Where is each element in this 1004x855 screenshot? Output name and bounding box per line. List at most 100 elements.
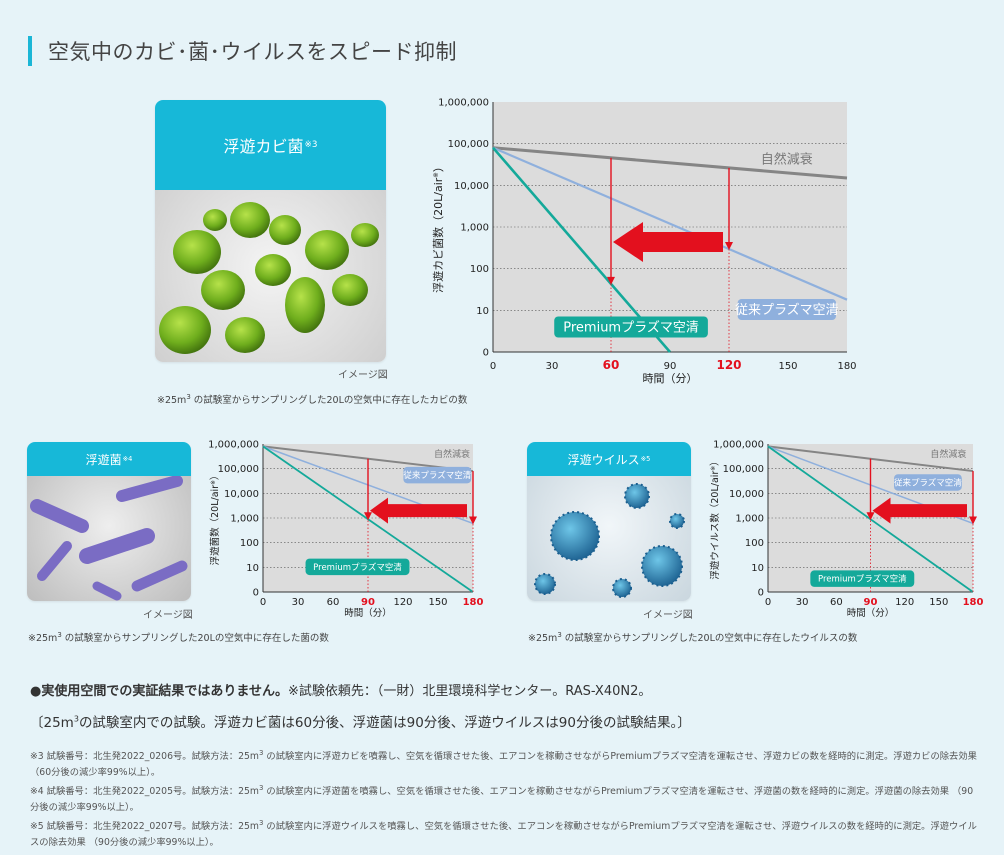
- mold-y-axis-label-close: ）: [432, 161, 445, 172]
- disclaimer-rest: ※試験依頼先：（一財）北里環境科学センター。RAS-X40N2。: [287, 684, 652, 699]
- virus-image: [527, 476, 691, 601]
- mold-series-line-nat: [492, 146, 848, 180]
- fn3-sup: 3: [258, 749, 264, 757]
- mold-reduction-arrowhead: [725, 242, 733, 251]
- mold-y-tick-label: 10: [476, 306, 489, 317]
- virus-y-axis-label: 浮遊ウイルス数（20L/air※）: [709, 456, 721, 579]
- virus-x-axis-label: 時間（分）: [847, 607, 895, 619]
- mold-label-conv-box: [737, 299, 837, 320]
- bacteria-x-axis-label: 時間（分）: [344, 607, 392, 619]
- virus-label-conv-box: [894, 474, 962, 491]
- bacteria-reduction-arrowhead: [469, 516, 477, 525]
- virus-y-tick-label: 100,000: [723, 464, 764, 475]
- bacteria-x-tick-label: 90: [361, 597, 375, 608]
- fn4-pre: ※4 試験番号：北生発2022_0205号。試験方法：25m: [30, 786, 259, 798]
- bacteria-x-tick-label: 150: [428, 597, 447, 608]
- mold-x-tick-label: 150: [778, 361, 797, 372]
- virus-caption-pre: ※25m: [528, 633, 558, 644]
- mold-y-tick-label: 100: [470, 264, 489, 275]
- virus-title-sup: ※5: [640, 455, 651, 463]
- mold-image-label: イメージ図: [338, 370, 388, 381]
- bacteria-image-label: イメージ図: [143, 610, 193, 621]
- bacteria-x-tick-label: 120: [393, 597, 412, 608]
- bacteria-y-axis-label: 浮遊菌数（20L/air※）: [209, 471, 221, 566]
- virus-card: 浮遊ウイルス※5: [527, 442, 691, 601]
- virus-reduction-arrow: [872, 497, 967, 524]
- disclaimer-bold: 実使用空間での実証結果ではありません。: [41, 684, 288, 699]
- mold-card-title: 浮遊カビ菌※3: [155, 100, 386, 190]
- mold-caption: ※25m3 の試験室からサンプリングした20Lの空気中に存在したカビの数: [157, 392, 467, 406]
- bacteria-title-text: 浮遊菌: [85, 452, 122, 467]
- virus-reduction-arrowhead: [866, 512, 875, 521]
- bacteria-caption: ※25m3 の試験室からサンプリングした20Lの空気中に存在した菌の数: [28, 630, 329, 644]
- mold-title-sup: ※3: [304, 140, 318, 150]
- bacteria-label-prem-box: [305, 558, 410, 576]
- mold-y-tick-label: 10,000: [454, 181, 489, 192]
- bacteria-x-tick-label: 60: [327, 597, 340, 608]
- mold-image: [155, 190, 386, 362]
- disclaimer-line: ●実使用空間での実証結果ではありません。※試験依頼先：（一財）北里環境科学センタ…: [30, 680, 651, 699]
- mold-y-axis-label-sup: ※: [432, 172, 440, 178]
- mold-y-tick-label: 100,000: [448, 139, 489, 150]
- bacteria-y-tick-label: 0: [253, 588, 259, 599]
- mold-x-axis-label: 時間（分）: [643, 372, 698, 385]
- virus-x-tick-label: 60: [830, 597, 843, 608]
- bacteria-label-conv: 従来プラズマ空清: [403, 470, 471, 481]
- bacteria-y-tick-label: 100,000: [218, 464, 259, 475]
- mold-x-tick-label: 180: [837, 361, 856, 372]
- virus-caption: ※25m3 の試験室からサンプリングした20Lの空気中に存在したウイルスの数: [528, 630, 857, 644]
- virus-y-axis-label-sup: ※: [711, 466, 717, 471]
- fn4-sup: 3: [258, 784, 264, 792]
- mold-y-tick-label: 1,000,000: [438, 98, 489, 109]
- mold-x-tick-label: 30: [546, 361, 559, 372]
- virus-label-prem: Premiumプラズマ空清: [818, 574, 907, 585]
- virus-y-tick-label: 1,000: [735, 514, 764, 525]
- mold-x-tick-label: 90: [664, 361, 677, 372]
- mold-reduction-arrowhead: [607, 276, 615, 285]
- virus-x-tick-label: 120: [895, 597, 914, 608]
- mold-y-tick-label: 0: [483, 348, 489, 359]
- mold-card: 浮遊カビ菌※3: [155, 100, 386, 362]
- bacteria-card: 浮遊菌※4: [27, 442, 191, 601]
- heading-accent-bar: [28, 36, 32, 66]
- bacteria-y-axis-label-close: ）: [209, 471, 221, 481]
- mold-caption-post: の試験室からサンプリングした20Lの空気中に存在したカビの数: [190, 395, 468, 406]
- fn5-post: の試験室内に浮遊ウイルスを噴霧し、空気を循環させた後、エアコンを稼動させながらP…: [30, 821, 977, 849]
- mold-label-natural: 自然減衰: [761, 152, 813, 168]
- bacteria-caption-post: の試験室からサンプリングした20Lの空気中に存在した菌の数: [61, 633, 329, 644]
- bacteria-y-tick-label: 1,000,000: [208, 440, 259, 451]
- virus-y-axis-label-close: ）: [709, 456, 721, 466]
- bacteria-reduction-arrow: [370, 497, 467, 524]
- bacteria-label-prem: Premiumプラズマ空清: [313, 562, 402, 573]
- virus-reduction-arrowhead: [969, 516, 977, 525]
- virus-y-tick-label: 10: [751, 563, 764, 574]
- bacteria-y-tick-label: 1,000: [230, 514, 259, 525]
- mold-y-tick-label: 1,000: [460, 223, 489, 234]
- virus-y-tick-label: 10,000: [729, 489, 764, 500]
- bacteria-caption-sup: 3: [57, 630, 62, 639]
- bacteria-card-title: 浮遊菌※4: [27, 442, 191, 476]
- virus-x-tick-label: 30: [796, 597, 809, 608]
- mold-title-text: 浮遊カビ菌: [223, 137, 304, 156]
- virus-card-title: 浮遊ウイルス※5: [527, 442, 691, 476]
- footnote-5: ※5 試験番号：北生発2022_0207号。試験方法：25m3 の試験室内に浮遊…: [30, 815, 980, 851]
- mold-series-line-conv: [492, 146, 848, 301]
- page-title: 空気中のカビ･菌･ウイルスをスピード抑制: [48, 40, 457, 64]
- mold-reduction-arrow: [613, 222, 723, 262]
- fn5-sup: 3: [258, 819, 264, 827]
- bacteria-label-conv-box: [403, 466, 472, 484]
- virus-y-tick-label: 100: [745, 538, 764, 549]
- disclaimer-bullet: ●: [30, 684, 42, 699]
- mold-label-prem: Premiumプラズマ空清: [563, 320, 699, 336]
- virus-x-tick-label: 90: [864, 597, 878, 608]
- virus-image-label: イメージ図: [643, 610, 693, 621]
- mold-y-axis-label: 浮遊カビ菌数（20L/air※）: [431, 161, 445, 293]
- fn5-pre: ※5 試験番号：北生発2022_0207号。試験方法：25m: [30, 821, 259, 833]
- virus-label-natural: 自然減衰: [930, 448, 966, 460]
- virus-label-conv: 従来プラズマ空清: [894, 478, 962, 489]
- bacteria-title-sup: ※4: [122, 455, 133, 463]
- fn4-post: の試験室内に浮遊菌を噴霧し、空気を循環させた後、エアコンを稼動させながらPrem…: [30, 786, 974, 814]
